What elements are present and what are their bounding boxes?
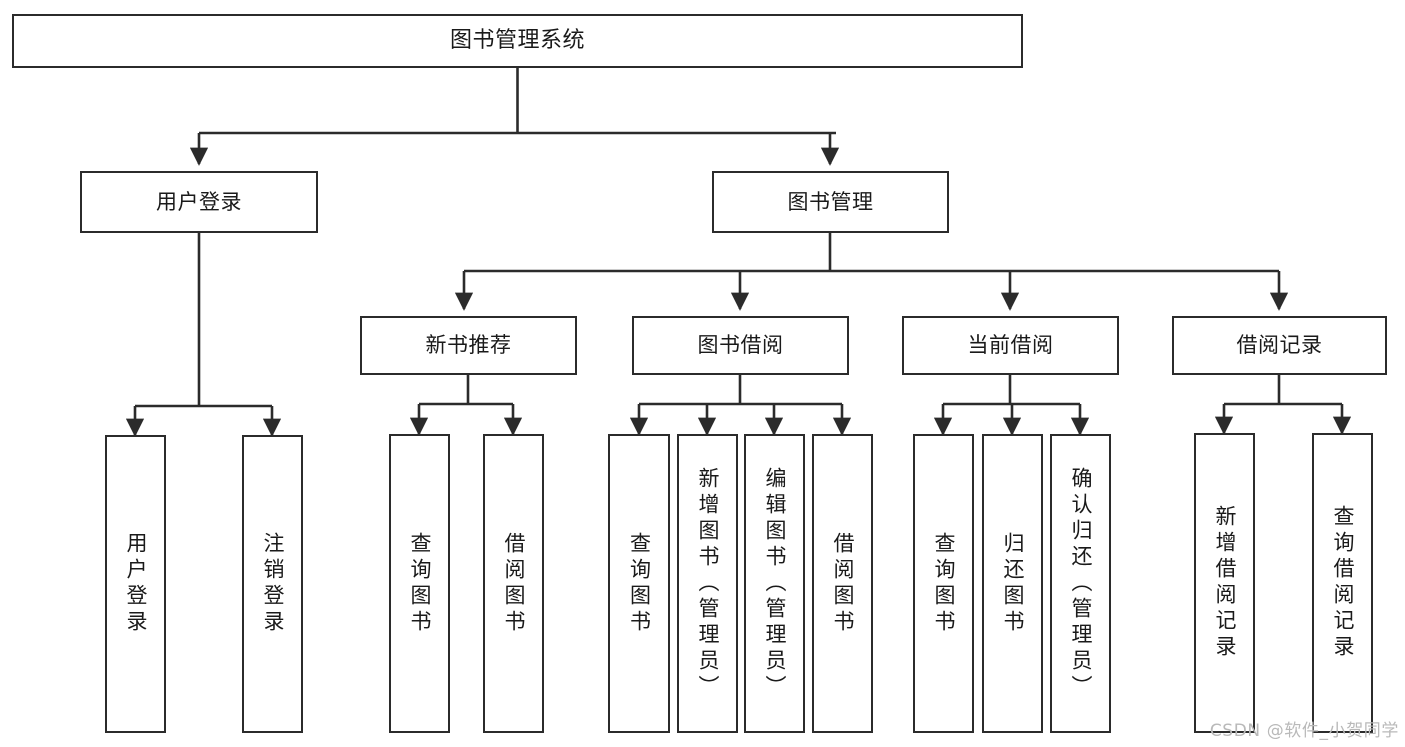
node-label: 编辑图书（管理员） bbox=[763, 466, 787, 701]
leaf-current-confirm-return-admin[interactable]: 确认归还（管理员） bbox=[1050, 434, 1111, 733]
node-label: 查询借阅记录 bbox=[1331, 505, 1355, 661]
node-label: 借阅图书 bbox=[831, 531, 855, 636]
node-label: 查询图书 bbox=[932, 531, 956, 636]
node-label: 新增图书（管理员） bbox=[696, 466, 720, 701]
leaf-new-book-borrow[interactable]: 借阅图书 bbox=[483, 434, 544, 733]
leaf-new-book-query[interactable]: 查询图书 bbox=[389, 434, 450, 733]
leaf-record-query-record[interactable]: 查询借阅记录 bbox=[1312, 433, 1373, 733]
node-root-book-management-system[interactable]: 图书管理系统 bbox=[12, 14, 1023, 68]
leaf-borrow-query-book[interactable]: 查询图书 bbox=[608, 434, 670, 733]
node-book-management[interactable]: 图书管理 bbox=[712, 171, 949, 233]
node-label: 查询图书 bbox=[627, 531, 652, 636]
node-label: 用户登录 bbox=[124, 532, 148, 636]
node-label: 归还图书 bbox=[1001, 531, 1025, 636]
leaf-borrow-borrow-book[interactable]: 借阅图书 bbox=[812, 434, 873, 733]
node-current-borrow[interactable]: 当前借阅 bbox=[902, 316, 1119, 375]
node-label: 新书推荐 bbox=[425, 333, 512, 358]
leaf-current-query-book[interactable]: 查询图书 bbox=[913, 434, 974, 733]
node-borrow-record[interactable]: 借阅记录 bbox=[1172, 316, 1387, 375]
node-label: 图书管理系统 bbox=[449, 28, 585, 54]
node-label: 借阅记录 bbox=[1236, 333, 1323, 358]
node-label: 注销登录 bbox=[261, 532, 285, 636]
node-book-borrow[interactable]: 图书借阅 bbox=[632, 316, 849, 375]
node-label: 图书借阅 bbox=[697, 333, 784, 358]
node-label: 当前借阅 bbox=[967, 333, 1054, 358]
leaf-user-login-logout[interactable]: 注销登录 bbox=[242, 435, 303, 733]
node-label: 用户登录 bbox=[156, 189, 242, 214]
node-user-login[interactable]: 用户登录 bbox=[80, 171, 318, 233]
csdn-watermark: CSDN @软件_小贺同学 bbox=[1209, 721, 1399, 741]
node-label: 确认归还（管理员） bbox=[1069, 466, 1093, 701]
node-label: 查询图书 bbox=[408, 531, 432, 636]
leaf-user-login-login[interactable]: 用户登录 bbox=[105, 435, 166, 733]
leaf-current-return-book[interactable]: 归还图书 bbox=[982, 434, 1043, 733]
node-label: 借阅图书 bbox=[502, 531, 526, 636]
node-label: 图书管理 bbox=[787, 189, 874, 214]
leaf-borrow-edit-book-admin[interactable]: 编辑图书（管理员） bbox=[744, 434, 805, 733]
node-new-book-recommend[interactable]: 新书推荐 bbox=[360, 316, 577, 375]
node-label: 新增借阅记录 bbox=[1213, 505, 1237, 661]
leaf-borrow-add-book-admin[interactable]: 新增图书（管理员） bbox=[677, 434, 738, 733]
leaf-record-add-record[interactable]: 新增借阅记录 bbox=[1194, 433, 1255, 733]
